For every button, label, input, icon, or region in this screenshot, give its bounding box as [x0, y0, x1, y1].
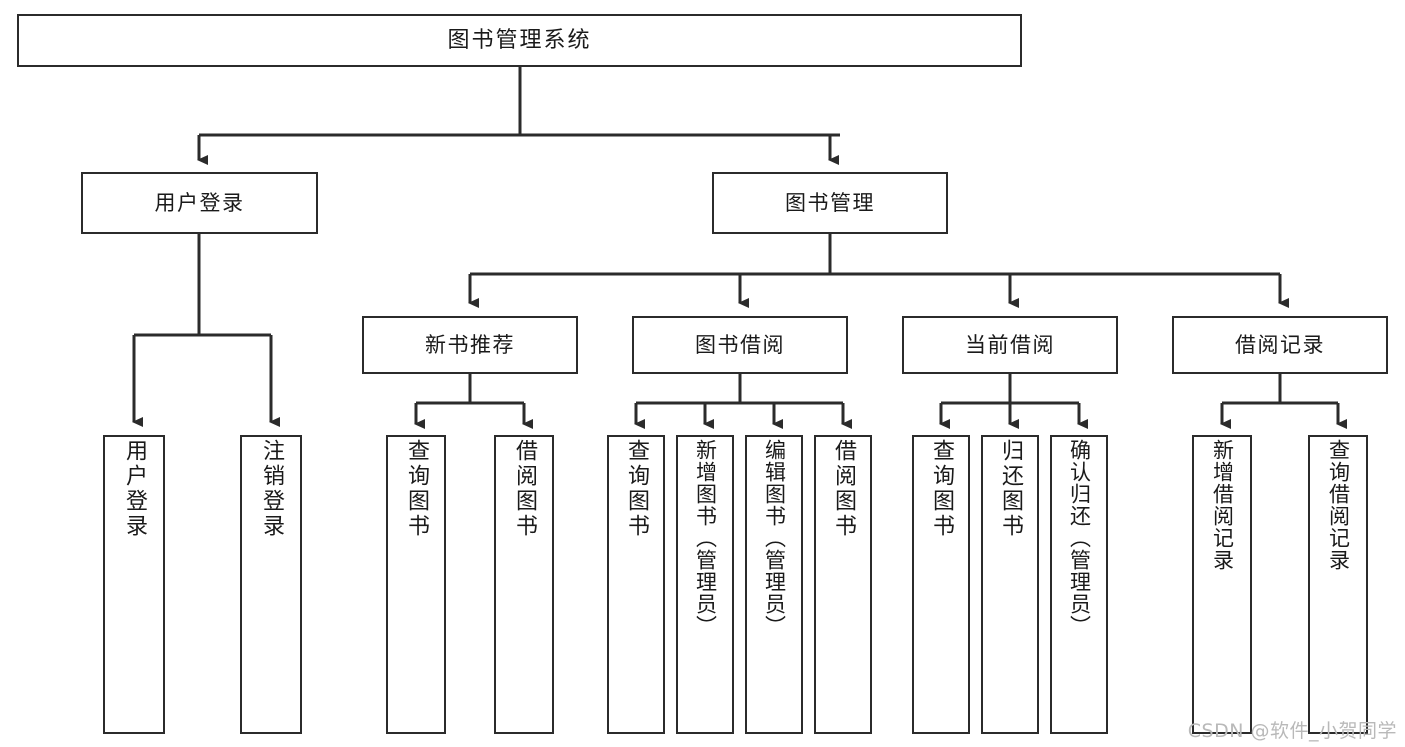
- node-label: 新增图书（管理员）: [693, 439, 718, 637]
- node-current-borrowing[interactable]: 当前借阅: [902, 316, 1118, 374]
- node-book-borrowing[interactable]: 图书借阅: [632, 316, 848, 374]
- node-label: 注销登录: [259, 439, 284, 539]
- node-borrowing-record[interactable]: 借阅记录: [1172, 316, 1388, 374]
- node-label: 确认归还（管理员）: [1067, 439, 1092, 637]
- node-leaf-borrow-book-recommend[interactable]: 借阅图书: [494, 435, 554, 734]
- node-leaf-query-book-borrow[interactable]: 查询图书: [607, 435, 665, 734]
- node-leaf-query-book-current[interactable]: 查询图书: [912, 435, 970, 734]
- node-leaf-add-borrow-record[interactable]: 新增借阅记录: [1192, 435, 1252, 734]
- node-leaf-user-login[interactable]: 用户登录: [103, 435, 165, 734]
- node-root-book-management-system[interactable]: 图书管理系统: [17, 14, 1022, 67]
- node-label: 图书借阅: [695, 332, 785, 357]
- node-label: 借阅图书: [831, 439, 856, 539]
- node-label: 图书管理系统: [447, 27, 592, 53]
- node-label: 查询图书: [404, 439, 429, 539]
- node-new-book-recommendation[interactable]: 新书推荐: [362, 316, 578, 374]
- node-leaf-add-book-admin[interactable]: 新增图书（管理员）: [676, 435, 734, 734]
- node-user-login[interactable]: 用户登录: [81, 172, 318, 234]
- node-label: 借阅记录: [1235, 332, 1325, 357]
- node-label: 查询图书: [624, 439, 649, 539]
- node-leaf-return-book[interactable]: 归还图书: [981, 435, 1039, 734]
- node-leaf-borrow-book[interactable]: 借阅图书: [814, 435, 872, 734]
- node-leaf-logout[interactable]: 注销登录: [240, 435, 302, 734]
- node-label: 图书管理: [785, 190, 875, 215]
- node-label: 用户登录: [154, 190, 245, 215]
- node-label: 当前借阅: [965, 332, 1055, 357]
- node-label: 借阅图书: [512, 439, 537, 539]
- node-leaf-confirm-return-admin[interactable]: 确认归还（管理员）: [1050, 435, 1108, 734]
- node-label: 查询图书: [929, 439, 954, 539]
- node-label: 编辑图书（管理员）: [762, 439, 787, 637]
- node-label: 新增借阅记录: [1210, 439, 1235, 571]
- node-label: 归还图书: [998, 439, 1023, 539]
- watermark-text: CSDN @软件_小贺同学: [1187, 720, 1397, 742]
- node-leaf-edit-book-admin[interactable]: 编辑图书（管理员）: [745, 435, 803, 734]
- node-book-management[interactable]: 图书管理: [712, 172, 948, 234]
- node-label: 新书推荐: [425, 332, 515, 357]
- node-leaf-query-borrow-record[interactable]: 查询借阅记录: [1308, 435, 1368, 734]
- node-leaf-query-book-recommend[interactable]: 查询图书: [386, 435, 446, 734]
- node-label: 查询借阅记录: [1326, 439, 1351, 571]
- node-label: 用户登录: [122, 439, 147, 539]
